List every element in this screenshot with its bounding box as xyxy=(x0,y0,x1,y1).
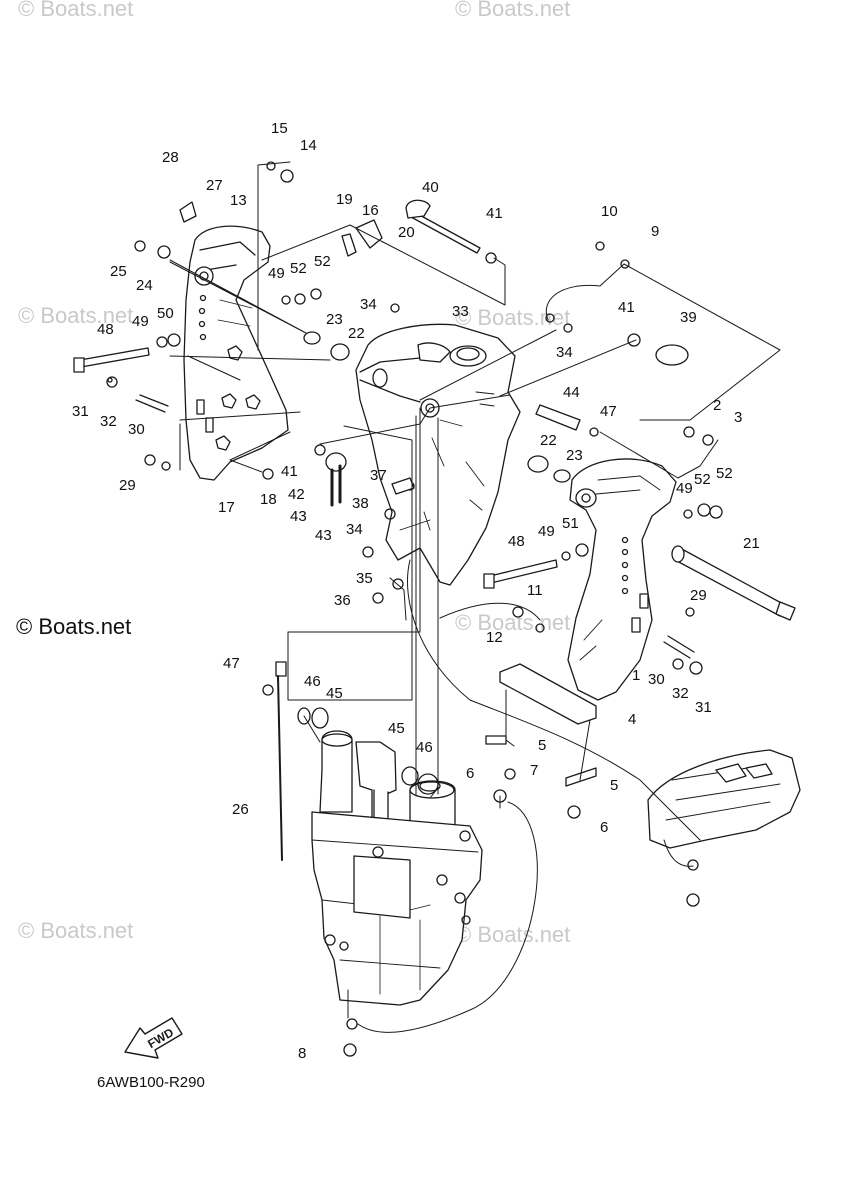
callout-5: 5 xyxy=(610,777,618,794)
callout-23: 23 xyxy=(566,447,583,464)
callout-19: 19 xyxy=(336,191,353,208)
callout-46: 46 xyxy=(304,673,321,690)
callout-49: 49 xyxy=(268,265,285,282)
tilt-tube xyxy=(671,545,796,621)
callout-46: 46 xyxy=(416,739,433,756)
callout-20: 20 xyxy=(398,224,415,241)
callout-52: 52 xyxy=(290,260,307,277)
callout-12: 12 xyxy=(486,629,503,646)
callout-18: 18 xyxy=(260,491,277,508)
callout-6: 6 xyxy=(466,765,474,782)
callout-41: 41 xyxy=(281,463,298,480)
callout-28: 28 xyxy=(162,149,179,166)
callout-4: 4 xyxy=(628,711,636,728)
callout-24: 24 xyxy=(136,277,153,294)
callout-34: 34 xyxy=(360,296,377,313)
callout-21: 21 xyxy=(743,535,760,552)
callout-48: 48 xyxy=(97,321,114,338)
callout-22: 22 xyxy=(348,325,365,342)
callout-38: 38 xyxy=(352,495,369,512)
watermark: © Boats.net xyxy=(18,918,134,943)
callout-25: 25 xyxy=(110,263,127,280)
callout-41: 41 xyxy=(618,299,635,316)
callout-17: 17 xyxy=(218,499,235,516)
callout-5: 5 xyxy=(538,737,546,754)
callout-52: 52 xyxy=(716,465,733,482)
callout-51: 51 xyxy=(562,515,579,532)
callout-16: 16 xyxy=(362,202,379,219)
callout-52: 52 xyxy=(694,471,711,488)
callout-8: 8 xyxy=(298,1045,306,1062)
callout-1: 1 xyxy=(632,667,640,684)
callout-30: 30 xyxy=(648,671,665,688)
callout-43: 43 xyxy=(315,527,332,544)
tilt-pin xyxy=(405,199,481,254)
callout-44: 44 xyxy=(563,384,580,401)
anode-plate xyxy=(485,663,597,787)
callout-47: 47 xyxy=(600,403,617,420)
callout-41: 41 xyxy=(486,205,503,222)
callout-31: 31 xyxy=(72,403,89,420)
callout-29: 29 xyxy=(690,587,707,604)
left-clamp-bracket xyxy=(183,225,289,481)
callout-52: 52 xyxy=(314,253,331,270)
callout-34: 34 xyxy=(346,521,363,538)
callout-30: 30 xyxy=(128,421,145,438)
callout-22: 22 xyxy=(540,432,557,449)
callout-3: 3 xyxy=(734,409,742,426)
callout-13: 13 xyxy=(230,192,247,209)
callout-31: 31 xyxy=(695,699,712,716)
fwd-arrow-icon: FWD xyxy=(124,1017,183,1059)
callout-49: 49 xyxy=(132,313,149,330)
watermark-dark: © Boats.net xyxy=(16,614,132,639)
callout-32: 32 xyxy=(672,685,689,702)
callout-49: 49 xyxy=(676,480,693,497)
callout-23: 23 xyxy=(326,311,343,328)
callout-45: 45 xyxy=(388,720,405,737)
callout-36: 36 xyxy=(334,592,351,609)
callout-32: 32 xyxy=(100,413,117,430)
callout-11: 11 xyxy=(527,582,543,599)
callout-39: 39 xyxy=(680,309,697,326)
right-clamp-bracket xyxy=(567,458,677,701)
callout-10: 10 xyxy=(601,203,618,220)
callout-37: 37 xyxy=(370,467,387,484)
callout-40: 40 xyxy=(422,179,439,196)
watermark: © Boats.net xyxy=(455,922,571,947)
diagram-code: 6AWB100-R290 xyxy=(97,1074,205,1091)
callout-50: 50 xyxy=(157,305,174,322)
callout-15: 15 xyxy=(271,120,288,137)
callout-43: 43 xyxy=(290,508,307,525)
callout-49: 49 xyxy=(538,523,555,540)
watermark: © Boats.net xyxy=(18,303,134,328)
hull-sketch xyxy=(647,749,801,849)
watermark: © Boats.net xyxy=(455,0,571,21)
small-hardware xyxy=(106,161,723,1057)
trim-tilt-unit xyxy=(311,730,483,1006)
callout-6: 6 xyxy=(600,819,608,836)
watermark: © Boats.net xyxy=(455,610,571,635)
callout-26: 26 xyxy=(232,801,249,818)
callout-42: 42 xyxy=(288,486,305,503)
callout-34: 34 xyxy=(556,344,573,361)
callout-33: 33 xyxy=(452,303,469,320)
callout-29: 29 xyxy=(119,477,136,494)
watermark: © Boats.net xyxy=(455,305,571,330)
watermark: © Boats.net xyxy=(18,0,134,21)
callout-2: 2 xyxy=(713,397,721,414)
leader-lines xyxy=(169,161,781,1033)
bolts xyxy=(73,347,695,659)
callout-47: 47 xyxy=(223,655,240,672)
callout-27: 27 xyxy=(206,177,223,194)
callout-35: 35 xyxy=(356,570,373,587)
callout-48: 48 xyxy=(508,533,525,550)
callout-45: 45 xyxy=(326,685,343,702)
callout-7: 7 xyxy=(530,762,538,779)
callout-14: 14 xyxy=(300,137,317,154)
callout-9: 9 xyxy=(651,223,659,240)
